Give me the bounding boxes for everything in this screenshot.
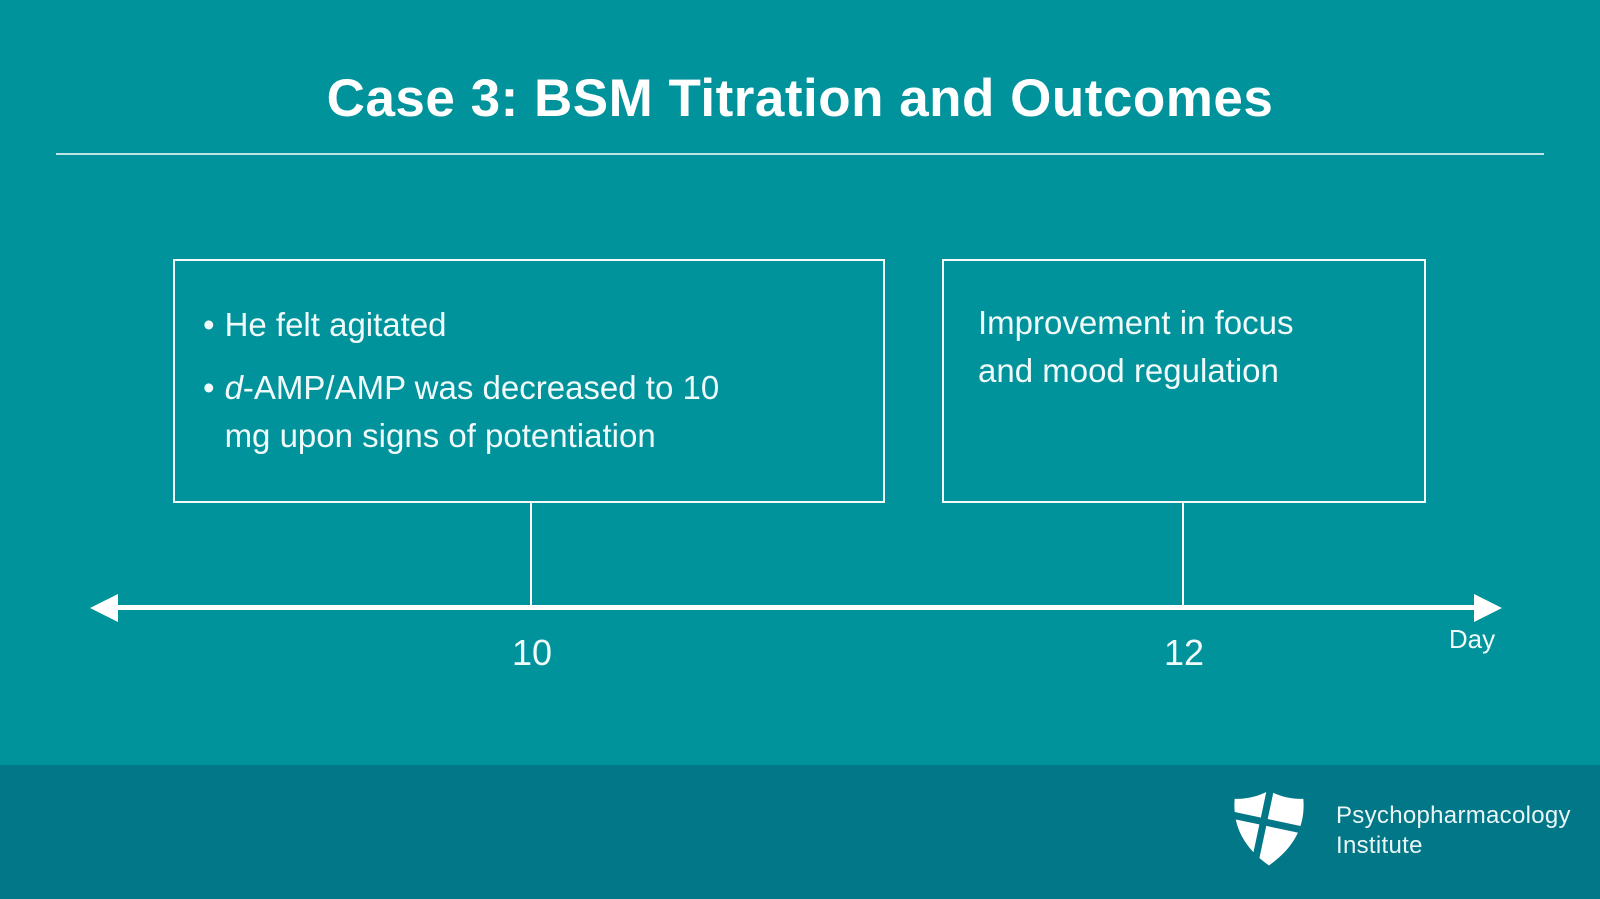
bullet-text-dose-decrease: d-AMP/AMP was decreased to 10 mg upon si… — [225, 364, 745, 460]
list-item: • He felt agitated — [203, 301, 883, 349]
bullet-icon: • — [203, 369, 215, 406]
title-divider — [56, 153, 1544, 155]
brand-text: Psychopharmacology Institute — [1336, 801, 1571, 861]
brand-line-1: Psychopharmacology — [1336, 802, 1571, 829]
outcome-text: Improvement in focus and mood regulation — [978, 304, 1294, 389]
tick-label-10: 10 — [511, 632, 553, 673]
bullet-icon: • — [203, 306, 215, 343]
brand-line-2: Institute — [1336, 832, 1423, 859]
event-box-day-12: Improvement in focus and mood regulation — [942, 259, 1426, 503]
bullet-text-rest: -AMP/AMP was decreased to 10 mg upon sig… — [224, 369, 720, 454]
event-box-day-10: • He felt agitated • d-AMP/AMP was decre… — [173, 259, 885, 503]
list-item: • d-AMP/AMP was decreased to 10 mg upon … — [203, 364, 883, 460]
drug-abbrev-italic: d — [224, 369, 243, 406]
connector-line-day-12 — [1182, 503, 1184, 607]
bullet-list: • He felt agitated • d-AMP/AMP was decre… — [203, 301, 883, 460]
page-title: Case 3: BSM Titration and Outcomes — [326, 69, 1274, 128]
bullet-text-agitated: He felt agitated — [224, 306, 447, 343]
shield-cross-logo-icon — [1230, 788, 1308, 873]
connector-line-day-10 — [530, 503, 532, 607]
axis-label-day: Day — [1448, 624, 1496, 654]
arrow-left-icon — [90, 594, 118, 622]
arrow-right-icon — [1474, 594, 1502, 622]
tick-label-12: 12 — [1163, 632, 1205, 673]
timeline-axis — [112, 605, 1480, 610]
footer-band — [0, 765, 1600, 899]
